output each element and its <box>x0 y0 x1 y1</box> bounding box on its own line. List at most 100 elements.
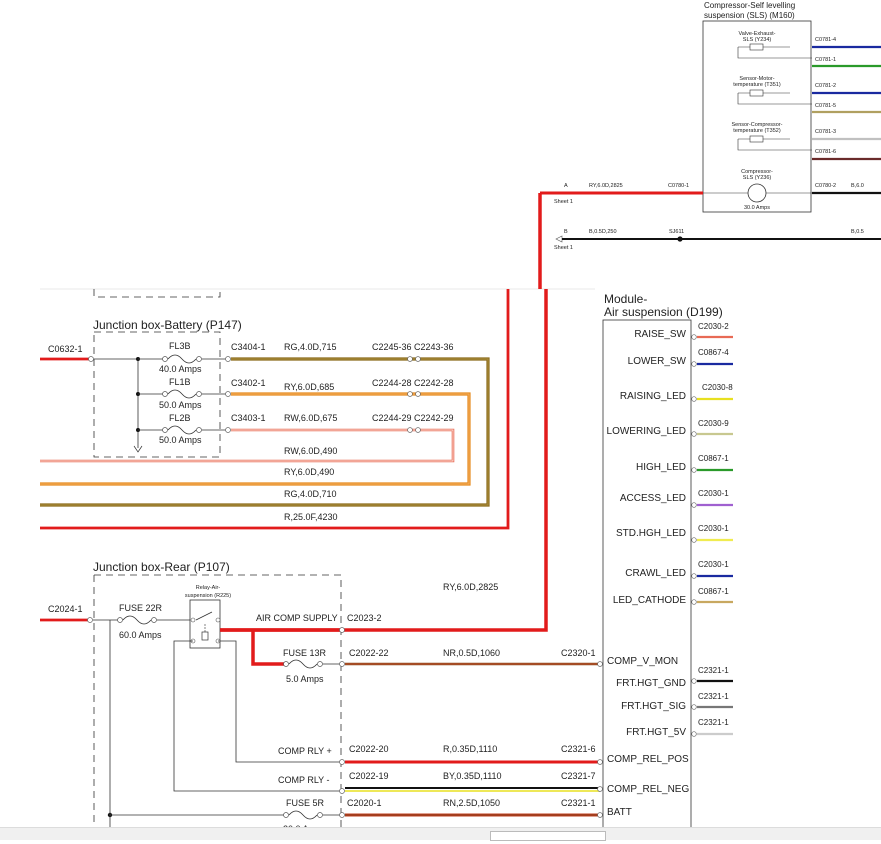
pin-raise-sw: RAISE_SW <box>634 329 686 340</box>
fuse-fl3b-name: FL3B <box>169 341 191 351</box>
sheet-ref-b-letter: B <box>564 229 568 235</box>
pin-lowering-led: LOWERING_LED <box>607 426 686 437</box>
pin-frt-hgt-5v: FRT.HGT_5V <box>626 727 686 738</box>
fuse-5r-module-conn: C2321-1 <box>561 798 596 808</box>
fuse-13r-name: FUSE 13R <box>283 648 327 658</box>
sheet-ref-b-sheet: Sheet 1 <box>554 245 573 251</box>
sheet-ref-a-sheet: Sheet 1 <box>554 199 573 205</box>
module-air-suspension: Module- Air suspension (D199) RAISE_SW L… <box>602 292 734 840</box>
junction-battery-input-conn: C0632-1 <box>48 344 83 354</box>
relay-label-l2: suspension (R225) <box>185 593 231 599</box>
air-comp-supply-label: AIR COMP SUPPLY <box>256 613 338 623</box>
comp-rly-neg-conn: C2022-19 <box>349 771 389 781</box>
pin-c0781-1: C0781-1 <box>815 57 836 63</box>
fuse-22r-name: FUSE 22R <box>119 603 163 613</box>
compressor-module: Compressor-Self levelling suspension (SL… <box>702 1 881 213</box>
sheet-refs: A Sheet 1 RY,6.0D,2825 C0780-1 B Sheet 1… <box>540 183 881 251</box>
sheet-ref-b-wire: B,0.5D,250 <box>589 229 617 235</box>
bottom-status-strip <box>0 827 881 840</box>
splice-sj611 <box>677 236 683 242</box>
return-wire-ry: RY,6.0D,490 <box>284 467 334 477</box>
fuse-13r-module-conn: C2320-1 <box>561 648 596 658</box>
junction-rear-input-conn: C2024-1 <box>48 604 83 614</box>
conn-lower-sw: C0867-4 <box>698 348 729 357</box>
comp-rly-neg-module-conn: C2321-7 <box>561 771 596 781</box>
compressor-label-l1: Compressor- <box>741 169 773 175</box>
fl3b-splice: C2245-36 C2243-36 <box>372 342 454 352</box>
fuse-fl1b-rating: 50.0 Amps <box>159 400 202 410</box>
pin-std-hgh-led: STD.HGH_LED <box>616 528 686 539</box>
fuse-fl1b: FL1B 50.0 Amps <box>138 377 226 410</box>
c0780-2-wire: B,6.0 <box>851 183 864 189</box>
comp-rly-pos-conn: C2022-20 <box>349 744 389 754</box>
fuse-5r-name: FUSE 5R <box>286 798 325 808</box>
fl1b-wire: RY,6.0D,685 <box>284 382 334 392</box>
fuse-5r-conn: C2020-1 <box>347 798 382 808</box>
fl3b-wire: RG,4.0D,715 <box>284 342 337 352</box>
conn-access-led: C2030-1 <box>698 489 729 498</box>
fl2b-splice: C2244-29 C2242-29 <box>372 413 454 423</box>
comp-rly-neg-label: COMP RLY - <box>278 775 330 785</box>
valve-label-l2: SLS (Y234) <box>743 37 772 43</box>
fl1b-conn: C3402-1 <box>231 378 266 388</box>
pin-raising-led: RAISING_LED <box>620 391 686 402</box>
conn-raising-led: C2030-8 <box>702 383 733 392</box>
fuse-13r-rating: 5.0 Amps <box>286 674 324 684</box>
pin-c0781-3: C0781-3 <box>815 129 836 135</box>
junction-battery-box <box>93 331 221 458</box>
junction-box-rear: Junction box-Rear (P107) C2024-1 FUSE 22… <box>40 560 603 839</box>
module-bottom-pins: COMP_V_MON FRT.HGT_GND FRT.HGT_SIG FRT.H… <box>607 656 733 818</box>
module-title-l2: Air suspension (D199) <box>604 305 723 319</box>
conn-frt-hgt-sig: C2321-1 <box>698 692 729 701</box>
fl2b-wire: RW,6.0D,675 <box>284 413 337 423</box>
sensor-motor-label-l1: Sensor-Motor- <box>739 76 774 82</box>
compressor-rating: 30.0 Amps <box>744 205 770 211</box>
air-comp-supply-wire: RY,6.0D,2825 <box>443 582 498 592</box>
pin-comp-rel-pos: COMP_REL_POS <box>607 754 689 765</box>
junction-rear-box <box>93 574 342 839</box>
module-top-pins: RAISE_SW LOWER_SW RAISING_LED LOWERING_L… <box>607 322 734 606</box>
bottom-input-box[interactable] <box>490 831 606 841</box>
valve-symbol <box>749 43 764 51</box>
pin-frt-hgt-sig: FRT.HGT_SIG <box>621 701 686 712</box>
relay-label-l1: Relay-Air- <box>196 585 221 591</box>
pin-frt-hgt-gnd: FRT.HGT_GND <box>616 678 686 689</box>
compressor-title-l1: Compressor-Self levelling <box>704 1 795 10</box>
fl3b-conn: C3404-1 <box>231 342 266 352</box>
return-wire-r: R,25.0F,4230 <box>284 512 338 522</box>
comp-rly-pos-wire: R,0.35D,1110 <box>443 744 497 754</box>
fuse-fl2b-name: FL2B <box>169 413 191 423</box>
junction-battery-title: Junction box-Battery (P147) <box>93 318 242 332</box>
fuse-fl2b: FL2B 50.0 Amps <box>138 413 226 445</box>
pin-c0780-2: C0780-2 <box>815 183 836 189</box>
fuse-13r-conn: C2022-22 <box>349 648 389 658</box>
comp-rly-pos-module-conn: C2321-6 <box>561 744 596 754</box>
pin-batt: BATT <box>607 807 632 818</box>
relay-air-suspension: Relay-Air- suspension (R225) <box>185 585 231 649</box>
pin-access-led: ACCESS_LED <box>620 493 686 504</box>
sensor-motor-label-l2: temperature (T351) <box>733 82 781 88</box>
fl1b-splice: C2244-28 C2242-28 <box>372 378 454 388</box>
sheet-ref-b-splice: SJ611 <box>669 229 684 235</box>
pin-high-led: HIGH_LED <box>636 462 686 473</box>
pin-comp-v-mon: COMP_V_MON <box>607 656 678 667</box>
compressor-box <box>702 20 812 213</box>
comp-rly-neg-wire: BY,0.35D,1110 <box>443 771 502 781</box>
pin-crawl-led: CRAWL_LED <box>625 568 686 579</box>
sensor-comp-label-l2: temperature (T352) <box>733 128 781 134</box>
fuse-fl1b-name: FL1B <box>169 377 191 387</box>
fuse-5r-wire: RN,2.5D,1050 <box>443 798 500 808</box>
pin-comp-rel-neg: COMP_REL_NEG <box>607 784 689 795</box>
fuse-fl2b-rating: 50.0 Amps <box>159 435 202 445</box>
conn-crawl-led: C2030-1 <box>698 560 729 569</box>
return-wire-rw: RW,6.0D,490 <box>284 446 337 456</box>
pin-c0781-4: C0781-4 <box>815 37 836 43</box>
pin-lower-sw: LOWER_SW <box>628 356 687 367</box>
sensor-motor-symbol <box>749 89 764 97</box>
sheet-ref-b-right: B,0.5 <box>851 229 864 235</box>
conn-led-cathode: C0867-1 <box>698 587 729 596</box>
sensor-comp-symbol <box>749 135 764 143</box>
fuse-fl3b: FL3B 40.0 Amps <box>138 341 226 374</box>
